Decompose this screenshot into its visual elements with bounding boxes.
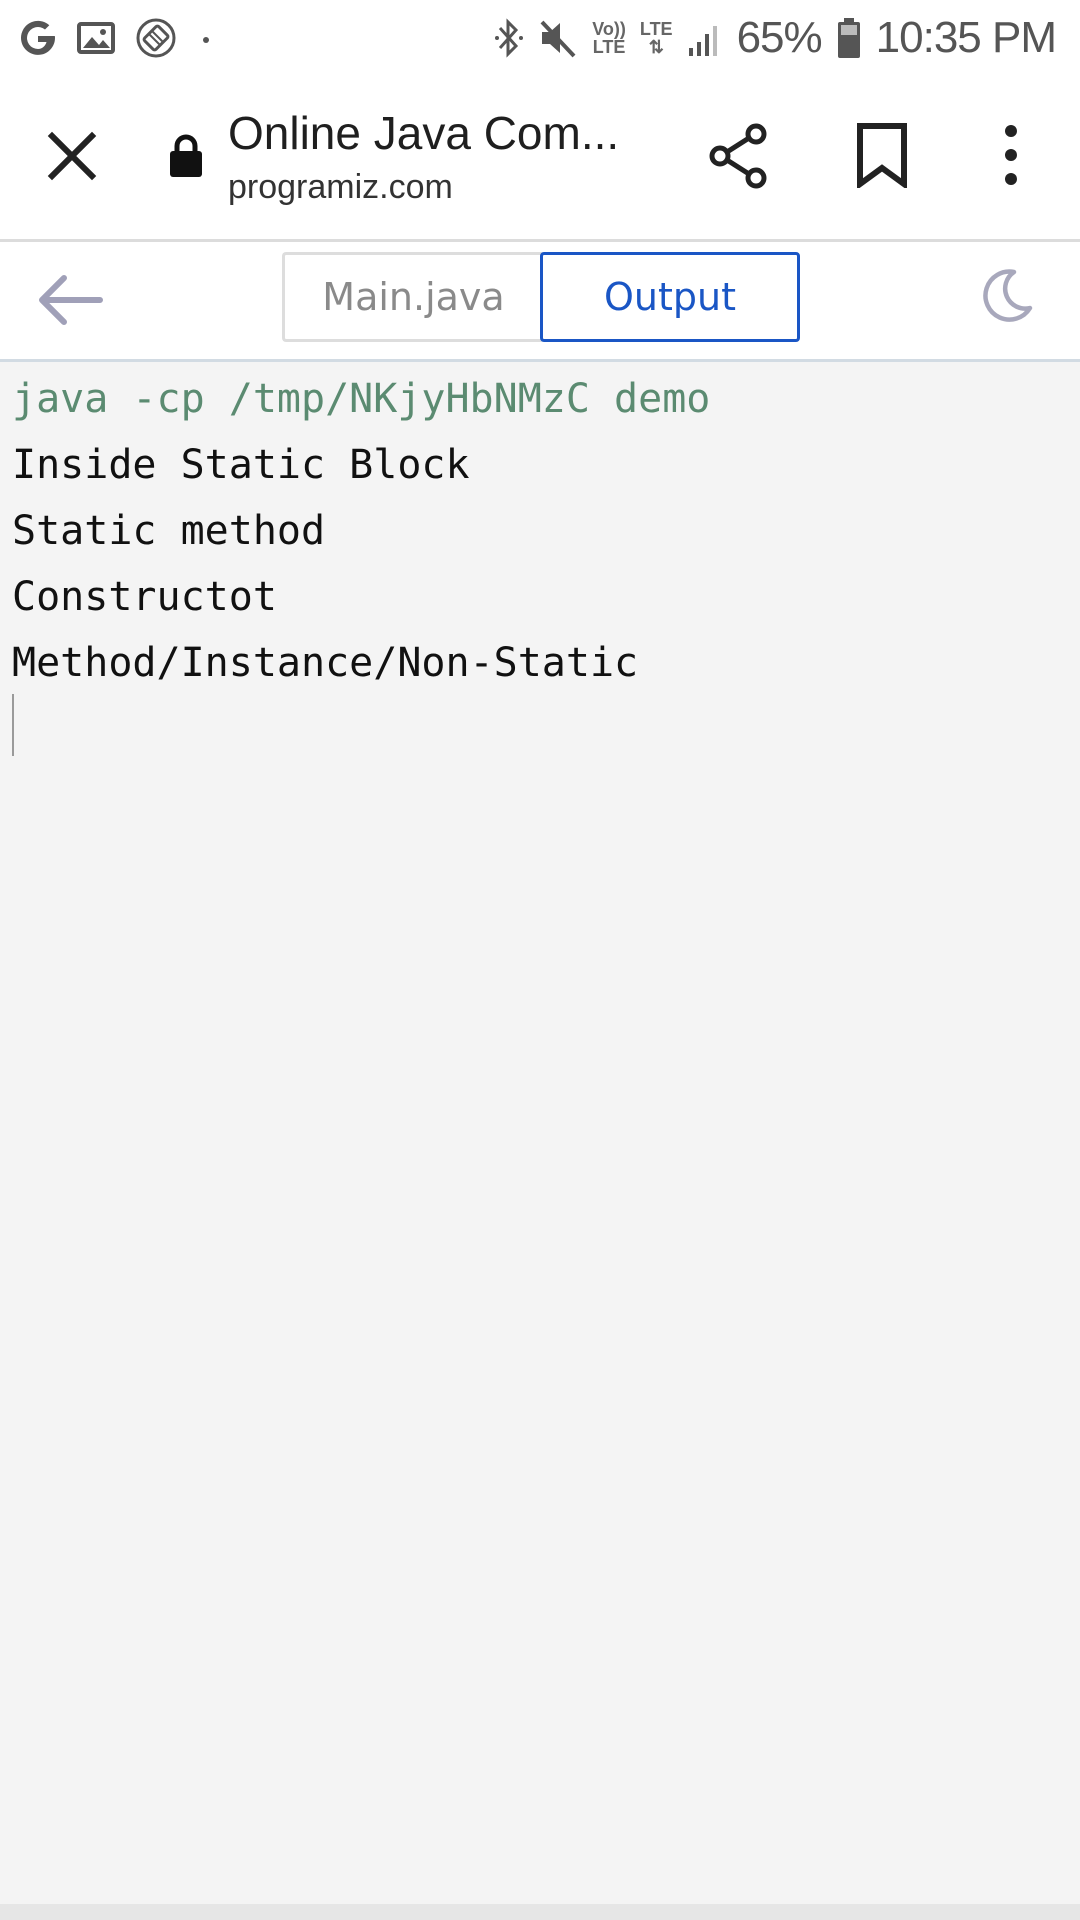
lte-icon: LTE ⇅	[639, 19, 673, 57]
bluetooth-icon	[495, 18, 524, 58]
bottom-edge	[0, 1904, 1080, 1920]
battery-percent: 65%	[736, 13, 823, 62]
signal-icon	[688, 26, 717, 56]
console-line: Static method	[12, 508, 326, 554]
tab-main-java[interactable]: Main.java	[282, 252, 542, 342]
editor-tab-bar: Main.java Output	[0, 242, 1080, 362]
console-line: Constructot	[12, 574, 277, 620]
image-icon	[77, 22, 115, 54]
console-command: java -cp /tmp/NKjyHbNMzC demo	[12, 376, 711, 422]
lock-icon	[170, 134, 202, 177]
dark-mode-moon-icon[interactable]	[978, 266, 1034, 326]
mute-icon	[540, 20, 576, 58]
console-line: Inside Static Block	[12, 442, 470, 488]
text-cursor	[12, 694, 14, 756]
share-icon[interactable]	[706, 122, 770, 190]
status-bar-left	[18, 14, 216, 62]
dot-icon	[203, 37, 209, 43]
google-icon	[21, 20, 55, 55]
volte-icon: Vo)) LTE	[592, 19, 626, 57]
page-url[interactable]: programiz.com	[228, 168, 453, 206]
page-title[interactable]: Online Java Com...	[228, 107, 620, 159]
bookmark-icon[interactable]	[854, 122, 910, 188]
status-bar: Vo)) LTE LTE ⇅ 65% 10:35 PM	[0, 0, 1080, 76]
more-options-icon[interactable]	[994, 122, 1028, 188]
clock: 10:35 PM	[875, 13, 1057, 62]
battery-icon	[837, 18, 860, 58]
status-bar-right: Vo)) LTE LTE ⇅ 65% 10:35 PM	[494, 10, 1057, 66]
browser-toolbar: Online Java Com... programiz.com	[0, 76, 1080, 242]
close-icon[interactable]	[42, 126, 102, 186]
back-arrow-icon[interactable]	[36, 272, 104, 328]
console-output[interactable]: java -cp /tmp/NKjyHbNMzC demo Inside Sta…	[0, 362, 1080, 1902]
screen-rotate-icon	[136, 18, 176, 58]
tab-output[interactable]: Output	[540, 252, 800, 342]
console-line: Method/Instance/Non-Static	[12, 640, 639, 686]
